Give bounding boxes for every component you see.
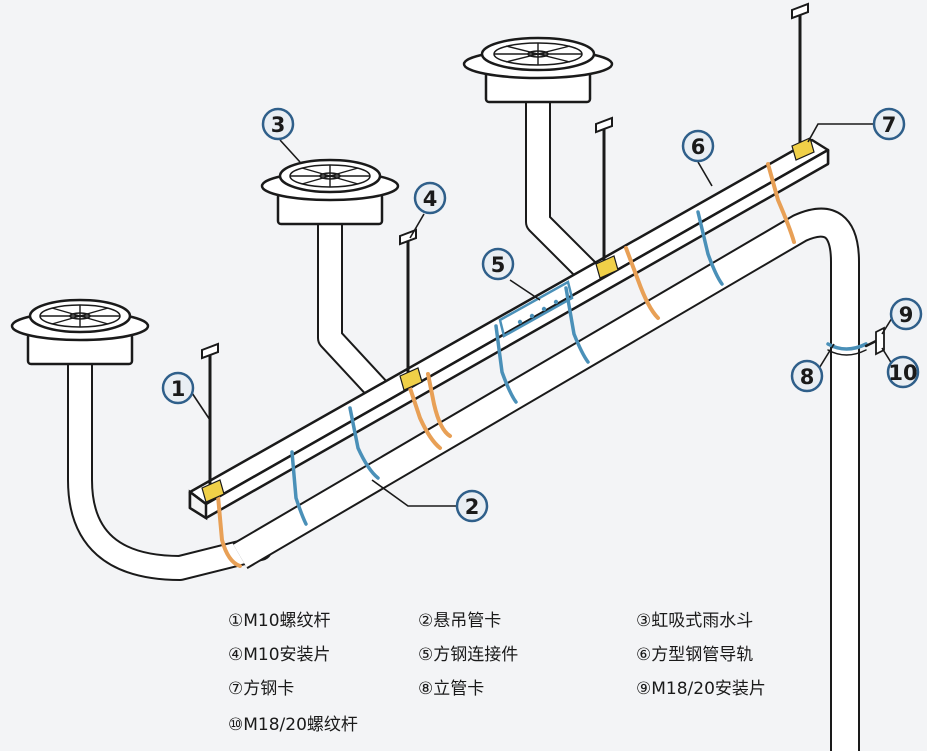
callout-number: 2 [465, 495, 480, 519]
steel-clips [216, 162, 796, 568]
callout-number: 8 [800, 365, 815, 389]
callout-10: 10 [886, 355, 920, 389]
legend-item: ⑥方型钢管导轨 [636, 645, 754, 665]
callout-number: 6 [691, 135, 706, 159]
callout-circle [681, 129, 715, 163]
legend-item: ②悬吊管卡 [418, 611, 502, 631]
hopper-right [462, 36, 614, 104]
legend-item: ④M10安装片 [228, 645, 331, 665]
callout-1: 1 [161, 371, 195, 405]
main-pipe [232, 207, 860, 751]
pipe-clamps [290, 210, 724, 526]
callout-5: 5 [481, 247, 515, 281]
callout-circle [872, 107, 906, 141]
callout-circle [886, 355, 920, 389]
legend-item: ③虹吸式雨水斗 [636, 611, 754, 631]
leader-lines [189, 123, 893, 507]
callout-number: 4 [423, 187, 438, 211]
square-steel-connector [498, 280, 574, 338]
legend-item: ⑦方钢卡 [228, 679, 295, 699]
callout-circle [455, 489, 489, 523]
callout-circle [261, 107, 295, 141]
mounting-plates [201, 137, 815, 503]
callout-number: 5 [491, 253, 506, 277]
legend-item: ⑧立管卡 [418, 679, 485, 699]
hopper-left [10, 298, 150, 366]
callout-circle [413, 181, 447, 215]
callout-number: 3 [271, 113, 286, 137]
callout-number: 9 [899, 303, 914, 327]
callout-circle [481, 247, 515, 281]
legend-item: ⑨M18/20安装片 [636, 679, 766, 699]
callout-circle [790, 359, 824, 393]
callout-number: 7 [882, 113, 897, 137]
callout-8: 8 [790, 359, 824, 393]
drop-pipes [67, 87, 601, 581]
threaded-rods [201, 2, 809, 496]
callout-badges: 1 2 3 4 5 6 7 8 9 10 [161, 107, 923, 523]
callout-circle [889, 297, 923, 331]
rain-hoppers [10, 36, 614, 366]
callout-number: 10 [888, 361, 917, 385]
callout-9: 9 [889, 297, 923, 331]
callout-3: 3 [261, 107, 295, 141]
callout-2: 2 [455, 489, 489, 523]
callout-4: 4 [413, 181, 447, 215]
legend-item: ⑤方钢连接件 [418, 645, 519, 665]
callout-circle [161, 371, 195, 405]
legend-item: ⑩M18/20螺纹杆 [228, 715, 358, 735]
callout-number: 1 [171, 377, 186, 401]
callout-6: 6 [681, 129, 715, 163]
hopper-middle [260, 158, 400, 226]
legend-item: ①M10螺纹杆 [228, 611, 331, 631]
callout-7: 7 [872, 107, 906, 141]
